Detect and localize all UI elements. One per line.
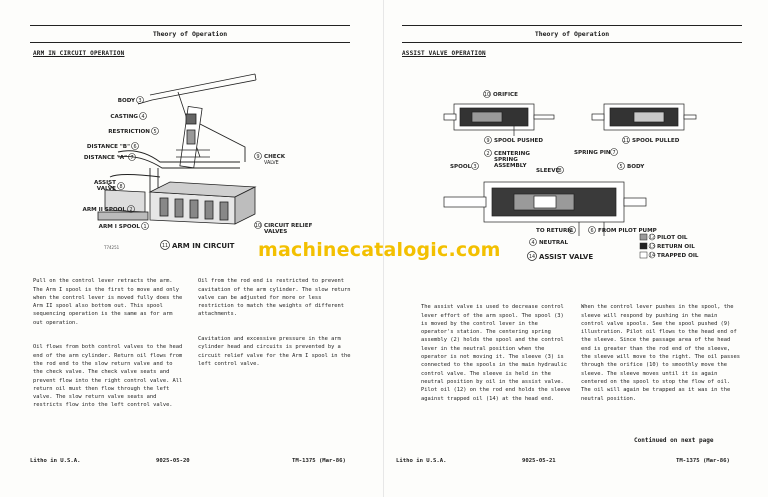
label-spring-pin: SPRING PIN bbox=[574, 150, 611, 156]
right-page-header: Theory of Operation bbox=[402, 25, 742, 43]
left-section-title: ARM IN CIRCUIT OPERATION bbox=[33, 50, 125, 57]
paragraph: The assist valve is used to decrease con… bbox=[421, 304, 571, 402]
right-footer-page-number: 9025-05-21 bbox=[522, 458, 556, 464]
label-check: CHECK bbox=[264, 154, 286, 160]
svg-text:7: 7 bbox=[130, 155, 133, 161]
figure-caption-arm-in-circuit: ARM IN CIRCUIT bbox=[172, 242, 235, 250]
left-page-header: Theory of Operation bbox=[30, 25, 350, 43]
label-body: BODY bbox=[118, 98, 136, 104]
svg-text:8: 8 bbox=[558, 168, 561, 174]
right-text-column-2: When the control lever pushes in the spo… bbox=[581, 295, 741, 419]
spool-pushed-drawing bbox=[443, 103, 555, 136]
label-sleeve: SLEEVE bbox=[536, 168, 560, 174]
figure-caption-assist-valve: ASSIST VALVE bbox=[539, 253, 593, 261]
label-circuit-relief: CIRCUIT RELIEF bbox=[264, 223, 313, 229]
label-spool-pulled: SPOOL PULLED bbox=[632, 138, 680, 144]
label-centering: CENTERING bbox=[494, 151, 530, 157]
label-restriction: RESTRICTION bbox=[108, 129, 150, 135]
svg-text:10: 10 bbox=[255, 223, 261, 229]
right-footer-litho: Litho in U.S.A. bbox=[396, 458, 447, 464]
svg-text:1: 1 bbox=[570, 228, 573, 234]
label-casting: CASTING bbox=[110, 114, 138, 120]
label-to-return: TO RETURN bbox=[536, 228, 572, 234]
spool-pulled-drawing bbox=[591, 103, 697, 131]
svg-text:8: 8 bbox=[119, 184, 122, 190]
svg-text:2: 2 bbox=[486, 151, 489, 157]
oil-legend: 12 PILOT OIL 13 RETURN OIL 14 TRAPPED OI… bbox=[639, 233, 699, 259]
svg-text:5: 5 bbox=[619, 164, 622, 170]
label-check-valve: VALVE bbox=[264, 160, 279, 166]
svg-text:14: 14 bbox=[529, 254, 535, 260]
label-orifice: ORIFICE bbox=[493, 92, 518, 98]
legend-return-oil: RETURN OIL bbox=[657, 244, 695, 250]
label-neutral: NEUTRAL bbox=[539, 240, 568, 246]
svg-text:3: 3 bbox=[138, 98, 141, 104]
label-assist: ASSIST bbox=[94, 180, 116, 186]
svg-text:12: 12 bbox=[649, 235, 655, 241]
label-distance-a: DISTANCE "A" bbox=[84, 155, 127, 161]
label-assembly: ASSEMBLY bbox=[494, 163, 527, 169]
label-body: BODY bbox=[627, 164, 645, 170]
paragraph: Oil from the rod end is restricted to pr… bbox=[198, 278, 351, 318]
svg-text:3: 3 bbox=[473, 164, 476, 170]
figure-id: T74251 bbox=[103, 245, 120, 250]
watermark: machinecatalogic.com bbox=[258, 239, 501, 261]
control-valve-bank bbox=[97, 181, 257, 225]
svg-text:6: 6 bbox=[590, 228, 593, 234]
left-footer-manual-id: TM-1375 (Mar-86) bbox=[292, 458, 346, 464]
right-callouts: 10 ORIFICE 9 SPOOL PUSHED 11 SPOOL PULLE… bbox=[450, 90, 680, 261]
left-footer-page-number: 9025-05-20 bbox=[156, 458, 190, 464]
label-distance-b: DISTANCE "B" bbox=[87, 144, 130, 150]
label-from-pilot-pump: FROM PILOT PUMP bbox=[598, 228, 657, 234]
left-page: Theory of Operation ARM IN CIRCUIT OPERA… bbox=[30, 25, 358, 464]
svg-text:11: 11 bbox=[162, 243, 168, 249]
continued-note: Continued on next page bbox=[634, 437, 714, 444]
left-text-column-2: Oil from the rod end is restricted to pr… bbox=[198, 269, 358, 385]
legend-pilot-oil: PILOT OIL bbox=[657, 235, 688, 241]
pilot-oil-swatch bbox=[639, 233, 648, 241]
right-section-title: ASSIST VALVE OPERATION bbox=[402, 50, 486, 57]
right-page: Theory of Operation ASSIST VALVE OPERATI… bbox=[384, 0, 768, 497]
right-text-column-1: The assist valve is used to decrease con… bbox=[421, 295, 571, 419]
label-spool-pushed: SPOOL PUSHED bbox=[494, 138, 543, 144]
neutral-assist-valve-drawing bbox=[443, 181, 647, 236]
paragraph: Oil flows from both control valves to th… bbox=[33, 344, 183, 409]
svg-text:11: 11 bbox=[623, 138, 629, 144]
svg-text:4: 4 bbox=[531, 240, 534, 246]
svg-text:1: 1 bbox=[143, 224, 146, 230]
label-spool: SPOOL bbox=[450, 164, 472, 170]
svg-text:6: 6 bbox=[133, 144, 136, 150]
left-footer-litho: Litho in U.S.A. bbox=[30, 458, 81, 464]
left-text-column-1: Pull on the control lever retracts the a… bbox=[33, 269, 183, 426]
trapped-oil-swatch bbox=[639, 251, 648, 259]
label-arm2-spool: ARM II SPOOL bbox=[83, 207, 127, 213]
arm-in-circuit-figure: BODY 3 CASTING 4 RESTRICTION 5 DISTANCE … bbox=[83, 73, 313, 250]
svg-text:14: 14 bbox=[649, 253, 655, 259]
right-footer-manual-id: TM-1375 (Mar-86) bbox=[676, 458, 730, 464]
svg-text:5: 5 bbox=[153, 129, 156, 135]
svg-text:9: 9 bbox=[486, 138, 489, 144]
svg-text:2: 2 bbox=[129, 207, 132, 213]
paragraph: Pull on the control lever retracts the a… bbox=[33, 278, 183, 326]
left-callouts: BODY 3 CASTING 4 RESTRICTION 5 DISTANCE … bbox=[83, 96, 313, 250]
svg-text:10: 10 bbox=[484, 92, 490, 98]
label-arm1-spool: ARM I SPOOL bbox=[99, 224, 141, 230]
svg-text:4: 4 bbox=[141, 114, 144, 120]
paragraph: When the control lever pushes in the spo… bbox=[581, 304, 741, 402]
svg-text:13: 13 bbox=[649, 244, 655, 250]
paragraph: Cavitation and excessive pressure in the… bbox=[198, 336, 351, 367]
assist-valve-figure: 10 ORIFICE 9 SPOOL PUSHED 11 SPOOL PULLE… bbox=[443, 90, 699, 261]
svg-text:7: 7 bbox=[612, 150, 615, 156]
label-assist-valve: VALVE bbox=[97, 186, 116, 192]
arm-cylinder-drawing bbox=[137, 73, 257, 169]
legend-trapped-oil: TRAPPED OIL bbox=[657, 253, 699, 259]
svg-text:9: 9 bbox=[256, 154, 259, 160]
label-relief-valves: VALVES bbox=[264, 229, 287, 235]
label-spring: SPRING bbox=[494, 157, 518, 163]
return-oil-swatch bbox=[639, 242, 648, 250]
